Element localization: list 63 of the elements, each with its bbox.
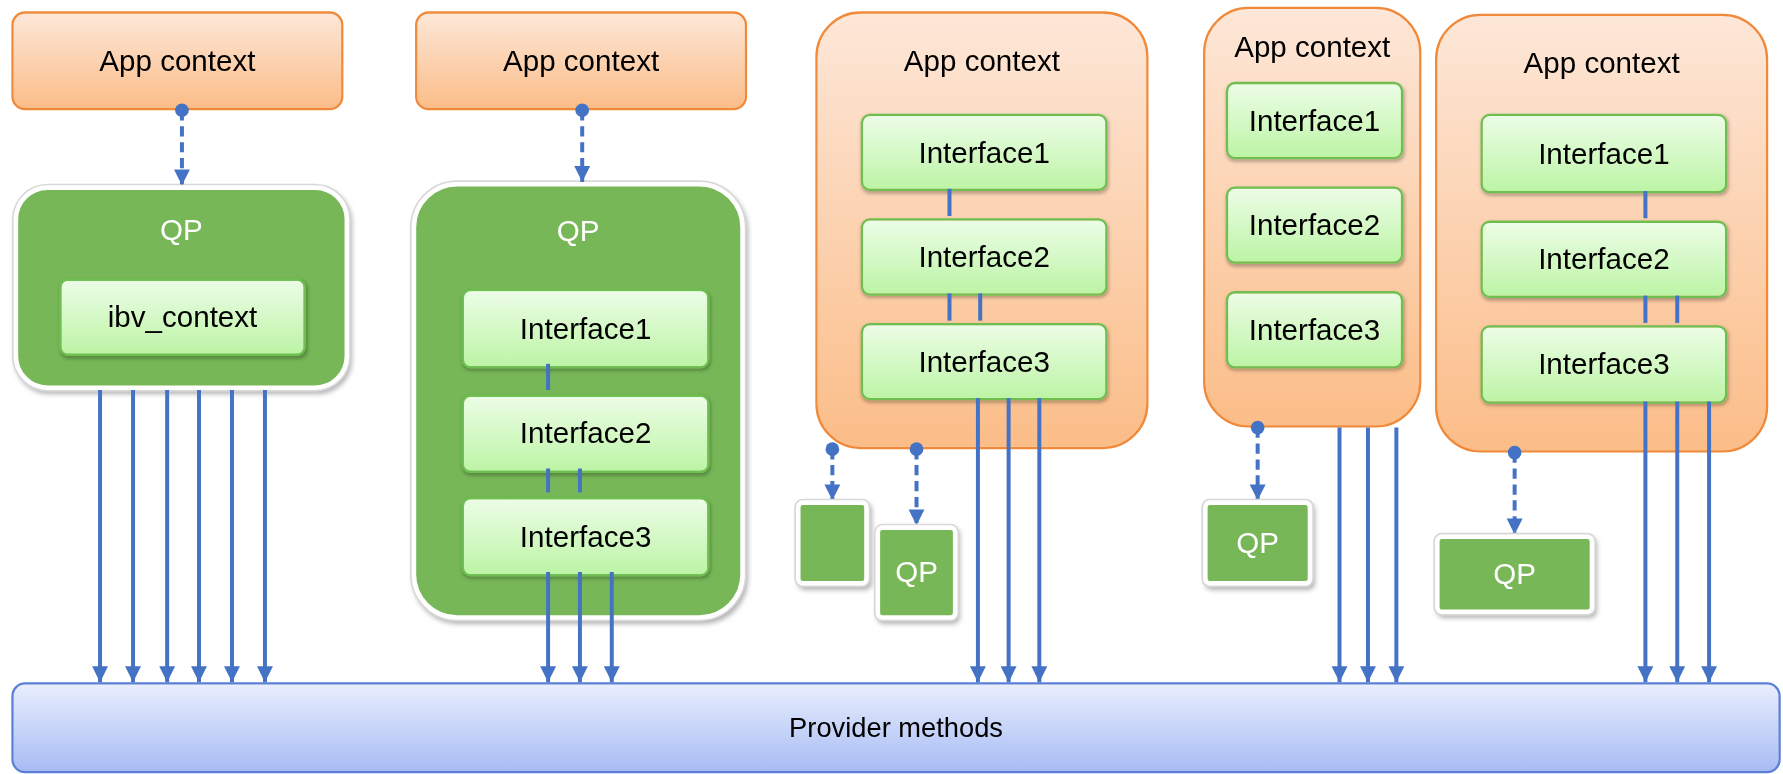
interface-box: Interface1 xyxy=(860,113,1108,192)
provider-bar: Provider methods xyxy=(11,682,1781,774)
context-box xyxy=(1435,13,1769,453)
arrow xyxy=(92,390,109,683)
arrow xyxy=(969,398,986,683)
interface-box: Interface2 xyxy=(860,218,1108,296)
interface-box: Interface1 xyxy=(1225,81,1404,160)
connector-line xyxy=(546,363,551,391)
interface-box: ibv_context xyxy=(59,278,306,356)
interface-box: Interface2 xyxy=(461,394,710,474)
arrow xyxy=(1000,398,1017,683)
box-title: QP xyxy=(555,213,601,250)
queue-pair-box xyxy=(796,500,869,586)
box-title: App context xyxy=(1233,29,1392,65)
arrow xyxy=(125,390,141,683)
dashed-arrow xyxy=(1249,420,1266,501)
connector-line xyxy=(978,293,983,321)
box-title: App context xyxy=(1522,45,1681,81)
context-box: App context xyxy=(11,11,344,111)
arrow xyxy=(1031,398,1048,683)
interface-box: Interface3 xyxy=(860,322,1108,401)
context-box xyxy=(815,11,1149,450)
queue-pair-box: QP xyxy=(875,525,958,620)
connector-line xyxy=(1643,191,1648,219)
interface-box: Interface1 xyxy=(1480,113,1728,194)
box-title: QP xyxy=(159,212,204,248)
box-title: App context xyxy=(902,43,1061,79)
connector-line xyxy=(1643,295,1648,323)
interface-box: Interface2 xyxy=(1225,186,1404,264)
interface-box: Interface3 xyxy=(1225,291,1404,369)
dashed-arrow xyxy=(1506,445,1523,535)
arrow xyxy=(603,571,620,683)
connector-line xyxy=(947,293,952,321)
connector-line xyxy=(1675,295,1680,323)
queue-pair-box xyxy=(13,185,350,391)
arrow xyxy=(540,571,557,683)
interface-box: Interface3 xyxy=(461,496,710,577)
arrow xyxy=(257,390,273,683)
interface-box: Interface2 xyxy=(1480,220,1728,298)
arrow xyxy=(1669,401,1686,683)
arrow xyxy=(1637,401,1654,683)
interface-box: Interface3 xyxy=(1480,325,1728,404)
connector-line xyxy=(546,468,551,493)
dashed-arrow xyxy=(574,103,591,182)
arrow xyxy=(1388,427,1405,683)
connector-line xyxy=(577,468,582,493)
queue-pair-box xyxy=(411,181,745,620)
arrow xyxy=(191,390,207,683)
arrow xyxy=(1701,401,1718,683)
dashed-arrow xyxy=(174,103,190,186)
dashed-arrow xyxy=(824,442,841,501)
context-box: App context xyxy=(415,11,748,111)
queue-pair-box: QP xyxy=(1203,500,1313,586)
interface-box: Interface1 xyxy=(461,288,710,369)
arrow xyxy=(159,390,176,683)
dashed-arrow xyxy=(908,442,925,526)
arrow xyxy=(1360,427,1376,683)
context-box xyxy=(1203,6,1422,428)
arrow xyxy=(224,390,240,683)
queue-pair-box: QP xyxy=(1435,534,1595,615)
connector-line xyxy=(947,188,952,217)
arrow xyxy=(1331,427,1348,683)
arrow xyxy=(571,571,588,683)
